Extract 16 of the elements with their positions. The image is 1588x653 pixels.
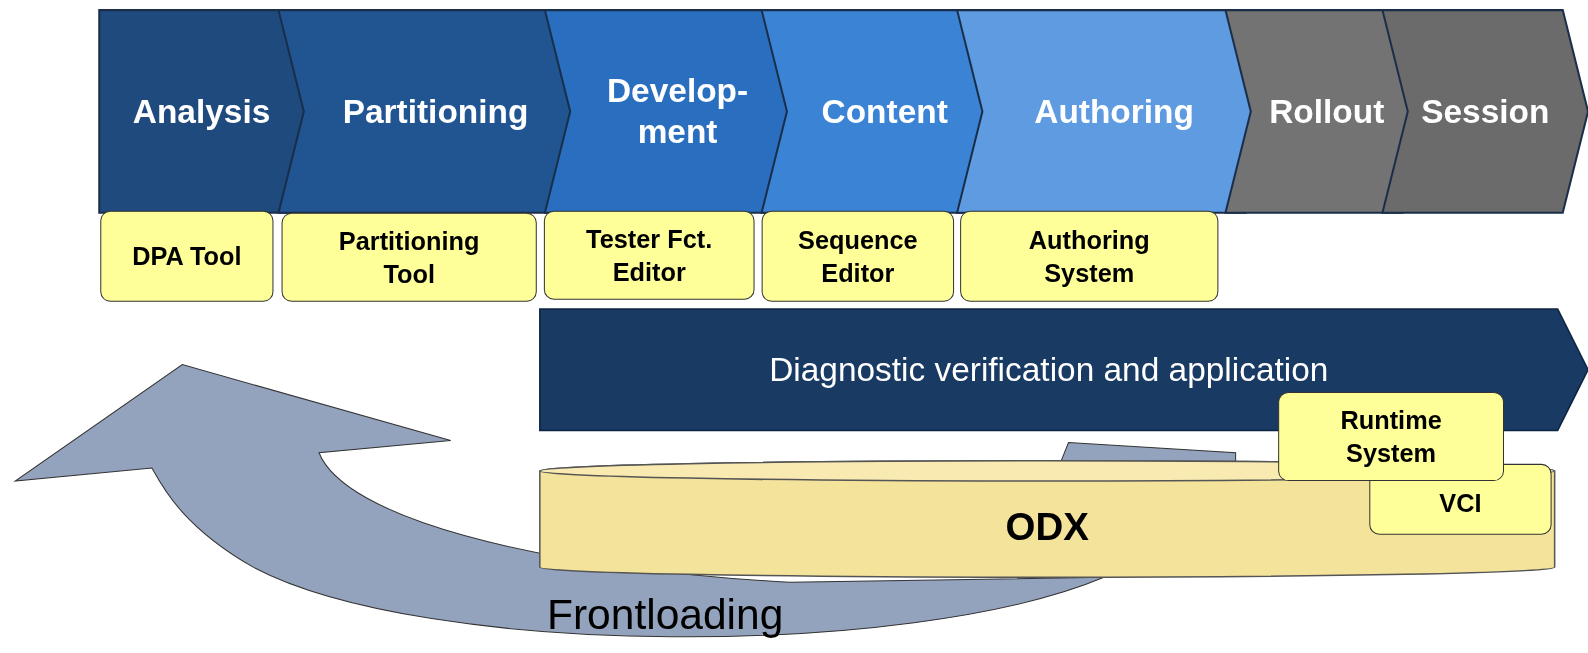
step-label: Authoring	[1034, 91, 1194, 132]
tool-box: Runtime System	[1278, 391, 1504, 482]
step-label: Partitioning	[342, 91, 529, 132]
tool-box: Partitioning Tool	[281, 212, 537, 302]
step-label: Content	[821, 91, 948, 132]
arrow-label: Frontloading	[546, 590, 784, 640]
cylinder-label: ODX	[1005, 504, 1089, 549]
tool-box: Authoring System	[960, 210, 1219, 302]
step-label: Session	[1421, 91, 1550, 132]
tool-box: Sequence Editor	[761, 210, 955, 302]
band-label: Diagnostic verification and application	[769, 350, 1329, 389]
step-label: Analysis	[132, 91, 271, 132]
tool-box: DPA Tool	[100, 210, 274, 302]
step-label: Rollout	[1269, 91, 1385, 132]
tool-box: Tester Fct. Editor	[543, 210, 755, 300]
step-label: Develop- ment	[606, 71, 750, 152]
